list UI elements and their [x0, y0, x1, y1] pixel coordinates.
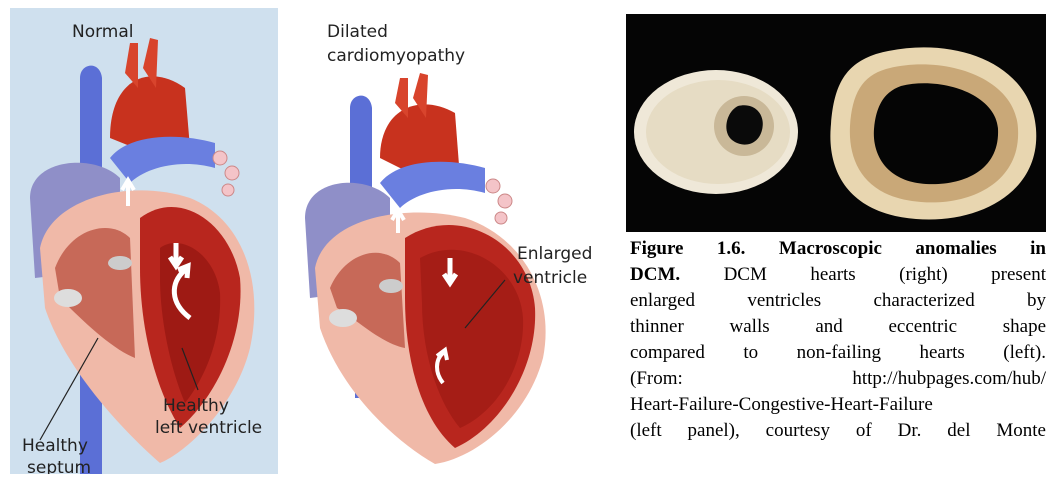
normal-label: Normal [72, 22, 134, 43]
healthy-lv-label-line2: left ventricle [155, 418, 262, 439]
caption-url: http://hubpages.com/hub/ [852, 368, 1046, 389]
enlarged-label-line2: ventricle [513, 268, 587, 289]
heart-cross-section-photo [626, 14, 1046, 232]
normal-heart-illustration [10, 8, 278, 474]
caption-title-dcm: DCM. [630, 264, 680, 285]
caption-line-5: compared to non-failing hearts (left). [630, 340, 1046, 366]
caption-title: Figure 1.6. Macroscopic anomalies in [630, 238, 1046, 259]
enlarged-label-line1: Enlarged [517, 244, 592, 265]
dcm-heart-panel: Dilated cardiomyopathy Enlarged ventricl… [295, 8, 615, 474]
dcm-heart-illustration [295, 8, 615, 474]
caption-line-1: Figure 1.6. Macroscopic anomalies in [630, 236, 1046, 262]
caption-line-8: (left panel), courtesy of Dr. del Monte [630, 418, 1046, 444]
caption-line-4: thinner walls and eccentric shape [630, 314, 1046, 340]
caption-line-6: (From: http://hubpages.com/hub/ [630, 366, 1046, 392]
normal-heart-panel: Normal Healthy left ventricle Healthy se… [10, 8, 278, 474]
caption-line-3: enlarged ventricles characterized by [630, 288, 1046, 314]
dcm-label-line2: cardiomyopathy [327, 46, 465, 67]
healthy-lv-label-line1: Healthy [163, 396, 229, 417]
caption-line-2-text: DCM hearts (right) present [680, 264, 1046, 285]
healthy-septum-label-line2: septum [27, 458, 91, 474]
figure-caption: Figure 1.6. Macroscopic anomalies in DCM… [630, 236, 1046, 444]
heart-slices-illustration [626, 14, 1046, 232]
dcm-label-line1: Dilated [327, 22, 388, 43]
healthy-septum-label-line1: Healthy [22, 436, 88, 457]
caption-line-2: DCM. DCM hearts (right) present [630, 262, 1046, 288]
caption-from: (From: [630, 368, 683, 389]
caption-line-7: Heart-Failure-Congestive-Heart-Failure [630, 392, 1046, 418]
